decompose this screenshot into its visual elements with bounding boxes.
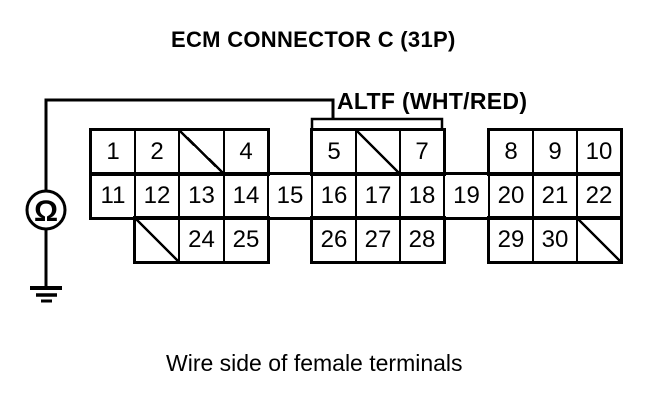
connector-pin-15: 15 xyxy=(267,173,313,219)
connector-cavity-blocked xyxy=(178,129,225,175)
footer-caption: Wire side of female terminals xyxy=(166,350,463,376)
connector-pin-30: 30 xyxy=(532,217,578,263)
connector-cavity-blocked xyxy=(576,217,622,263)
connector-pin-22: 22 xyxy=(576,173,622,219)
connector-pin-2: 2 xyxy=(134,129,180,175)
connector-pin-19: 19 xyxy=(443,173,490,219)
connector-pin-17: 17 xyxy=(355,173,401,219)
signal-wire-label: ALTF (WHT/RED) xyxy=(337,88,528,114)
connector-pin-29: 29 xyxy=(488,217,534,263)
ohmmeter-symbol: Ω xyxy=(34,195,58,228)
connector-pin-16: 16 xyxy=(311,173,357,219)
connector-pin-27: 27 xyxy=(355,217,401,263)
connector-pin-14: 14 xyxy=(223,173,269,219)
connector-cavity-blocked xyxy=(355,129,401,175)
connector-pin-5: 5 xyxy=(311,129,357,175)
connector-pin-9: 9 xyxy=(532,129,578,175)
connector-pin-11: 11 xyxy=(90,173,136,219)
connector-pin-1: 1 xyxy=(90,129,136,175)
connector-pin-26: 26 xyxy=(311,217,357,263)
connector-pin-8: 8 xyxy=(488,129,534,175)
connector-pin-7: 7 xyxy=(399,129,445,175)
connector-pin-21: 21 xyxy=(532,173,578,219)
diagram-title: ECM CONNECTOR C (31P) xyxy=(171,27,456,52)
connector-pin-4: 4 xyxy=(223,129,269,175)
connector-cavity-blocked xyxy=(134,217,180,263)
connector-pin-20: 20 xyxy=(488,173,534,219)
connector-pin-28: 28 xyxy=(399,217,445,263)
connector-pin-25: 25 xyxy=(223,217,269,263)
probe-wire xyxy=(44,98,335,191)
connector-pin-13: 13 xyxy=(178,173,225,219)
connector-pin-10: 10 xyxy=(576,129,622,175)
connector-pin-18: 18 xyxy=(399,173,445,219)
connector-pin-12: 12 xyxy=(134,173,180,219)
ground-icon xyxy=(30,286,62,303)
connector-pin-24: 24 xyxy=(178,217,225,263)
